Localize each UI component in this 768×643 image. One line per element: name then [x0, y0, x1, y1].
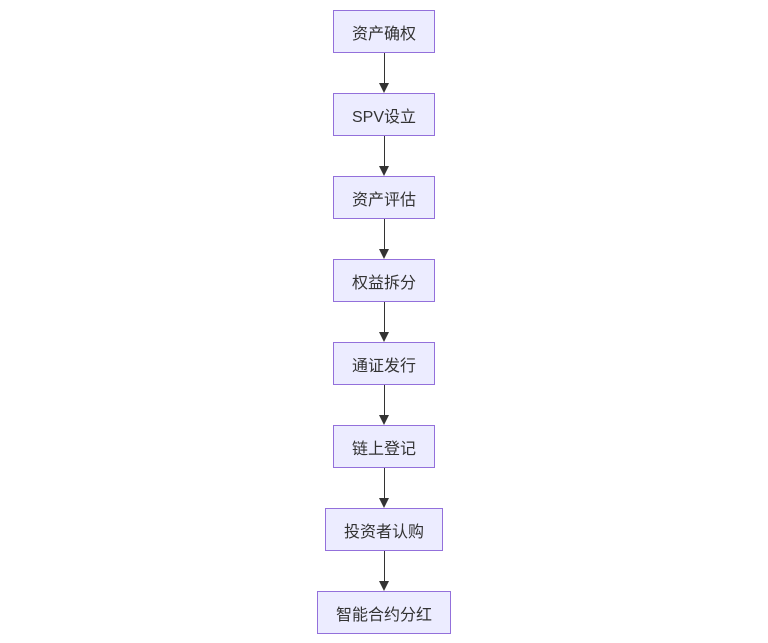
flow-node-label: 通证发行	[351, 357, 416, 375]
down-arrow-7	[379, 551, 389, 591]
flow-node-label: 资产确权	[351, 25, 416, 43]
down-arrow-5	[379, 385, 389, 425]
flow-node-label: 智能合约分红	[335, 606, 432, 624]
down-arrow-4	[379, 302, 389, 342]
arrow-shaft	[383, 136, 385, 167]
flow-node-label: 权益拆分	[351, 274, 416, 292]
flow-node-spv-setup: SPV设立	[332, 93, 436, 136]
flow-node-asset-confirmation: 资产确权	[332, 10, 435, 53]
arrow-shaft	[383, 53, 385, 84]
arrowhead-icon	[379, 166, 389, 176]
flow-node-token-issuance: 通证发行	[332, 342, 435, 385]
arrow-shaft	[383, 385, 385, 416]
arrow-shaft	[383, 468, 385, 499]
flow-node-equity-split: 权益拆分	[332, 259, 435, 302]
flowchart: 资产确权 SPV设立 资产评估 权益拆分 通证发行	[0, 10, 768, 634]
flow-node-asset-appraisal: 资产评估	[332, 176, 435, 219]
flow-node-label: SPV设立	[351, 108, 417, 126]
down-arrow-1	[379, 53, 389, 93]
flow-node-label: 链上登记	[351, 440, 416, 458]
flow-node-label: 资产评估	[351, 191, 416, 209]
flow-node-onchain-registration: 链上登记	[332, 425, 435, 468]
arrow-shaft	[383, 302, 385, 333]
arrow-shaft	[383, 551, 385, 582]
arrowhead-icon	[379, 83, 389, 93]
arrowhead-icon	[379, 249, 389, 259]
flow-node-investor-subscription: 投资者认购	[324, 508, 443, 551]
flow-node-smart-contract-dividend: 智能合约分红	[316, 591, 451, 634]
flow-node-label: 投资者认购	[343, 523, 424, 541]
arrowhead-icon	[379, 415, 389, 425]
down-arrow-3	[379, 219, 389, 259]
arrowhead-icon	[379, 332, 389, 342]
down-arrow-6	[379, 468, 389, 508]
arrowhead-icon	[379, 498, 389, 508]
arrowhead-icon	[379, 581, 389, 591]
arrow-shaft	[383, 219, 385, 250]
down-arrow-2	[379, 136, 389, 176]
